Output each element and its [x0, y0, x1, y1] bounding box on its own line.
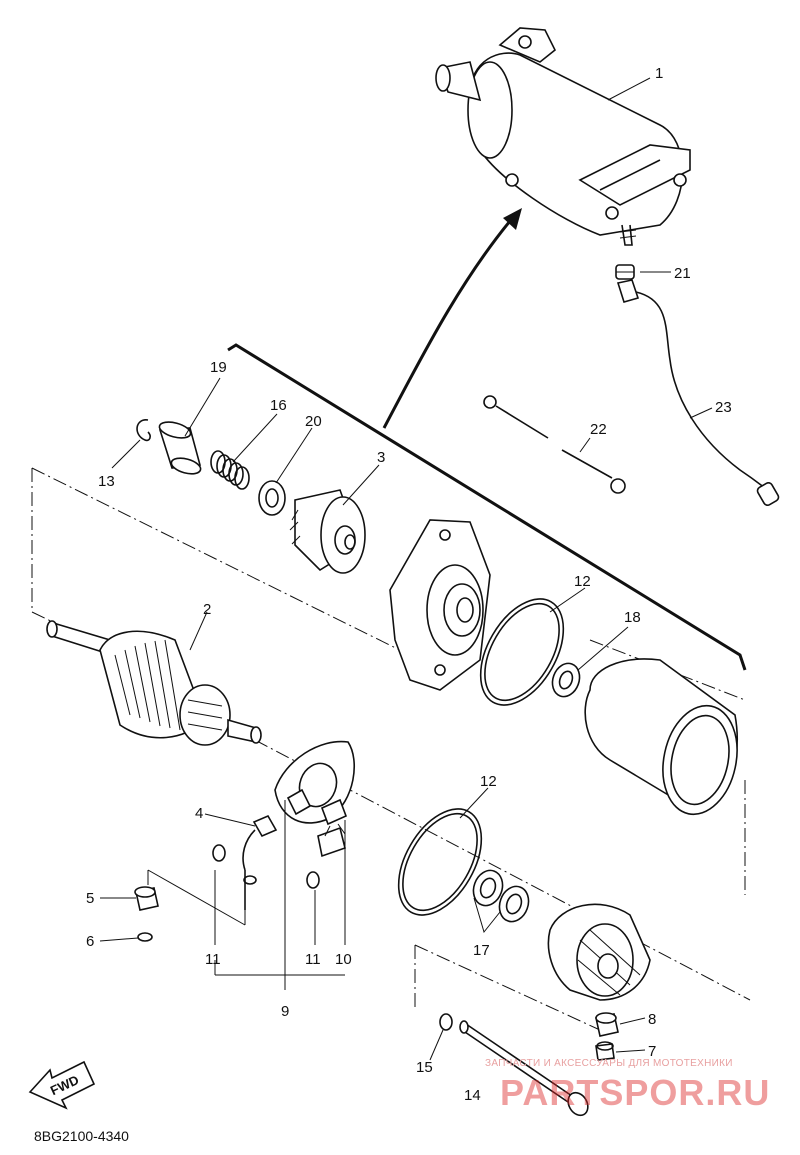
washer-18: [551, 662, 581, 698]
rear-cover: [547, 903, 651, 1001]
watermark-brand: PARTSPOR.RU: [500, 1072, 771, 1113]
callout-9: 9: [281, 1003, 289, 1020]
collar: [158, 421, 202, 475]
callout-12-bottom: 12: [480, 773, 497, 790]
washers-17: [472, 869, 530, 923]
pinion-gear: [289, 489, 366, 574]
brush-holder-plate: [274, 740, 355, 858]
callout-22: 22: [590, 421, 607, 438]
leader-lines: [99, 77, 713, 1061]
terminal-nut: [615, 264, 635, 280]
washer-6: [137, 932, 153, 942]
callout-1: 1: [655, 65, 663, 82]
callout-13: 13: [98, 473, 115, 490]
watermark-subtitle: ЗАПЧАСТИ И АКСЕССУАРЫ ДЛЯ МОТОТЕХНИКИ: [485, 1058, 733, 1069]
callout-16: 16: [270, 397, 287, 414]
callout-19: 19: [210, 359, 227, 376]
nut-7: [595, 1041, 615, 1061]
callout-10: 10: [335, 951, 352, 968]
spring-washer-right: [306, 871, 320, 889]
starter-motor-assembly: [435, 27, 691, 246]
starter-lead-wire: [616, 279, 780, 506]
armature: [46, 620, 262, 746]
callout-labels: 1 21 23 22 19 16 20 3 13 12 18 2 12 4 5 …: [86, 65, 732, 1104]
yoke-housing: [584, 658, 739, 816]
callout-20: 20: [305, 413, 322, 430]
brush-lead: [242, 814, 278, 910]
spring-washer-left: [212, 844, 226, 862]
assembly-arrow-line: [382, 214, 517, 429]
callout-4: 4: [195, 805, 203, 822]
washer-20: [258, 480, 286, 516]
callout-7: 7: [648, 1043, 656, 1060]
callout-17: 17: [473, 942, 490, 959]
o-ring-rear: [397, 808, 483, 916]
arrow-head-icon: [503, 208, 522, 230]
grommet-8: [595, 1012, 619, 1037]
callout-15: 15: [416, 1059, 433, 1076]
small-o-ring: [439, 1013, 453, 1031]
callout-18: 18: [624, 609, 641, 626]
o-ring-rear-inner: [402, 812, 478, 912]
callout-12-top: 12: [574, 573, 591, 590]
callout-5: 5: [86, 890, 94, 907]
group-brackets: [147, 800, 501, 990]
spring: [210, 450, 250, 490]
through-bolt: [459, 1020, 589, 1117]
callout-8: 8: [648, 1011, 656, 1028]
front-cover: [389, 519, 491, 691]
o-ring-front-inner: [484, 602, 560, 702]
ground-wire-lead: [483, 395, 626, 494]
circlip: [136, 419, 151, 442]
callout-3: 3: [377, 449, 385, 466]
callout-11-left: 11: [205, 951, 221, 968]
callout-23: 23: [715, 399, 732, 416]
callout-14: 14: [464, 1087, 481, 1104]
callout-6: 6: [86, 933, 94, 950]
o-ring-front: [479, 598, 565, 706]
assembly-bracket-line: [227, 343, 747, 671]
callout-2: 2: [203, 601, 211, 618]
figure-code: 8BG2100-4340: [34, 1128, 129, 1144]
cap-nut: [134, 886, 159, 911]
fwd-arrow-icon: FWD: [28, 1060, 96, 1110]
callout-11-right: 11: [305, 951, 321, 968]
callout-21: 21: [674, 265, 691, 282]
